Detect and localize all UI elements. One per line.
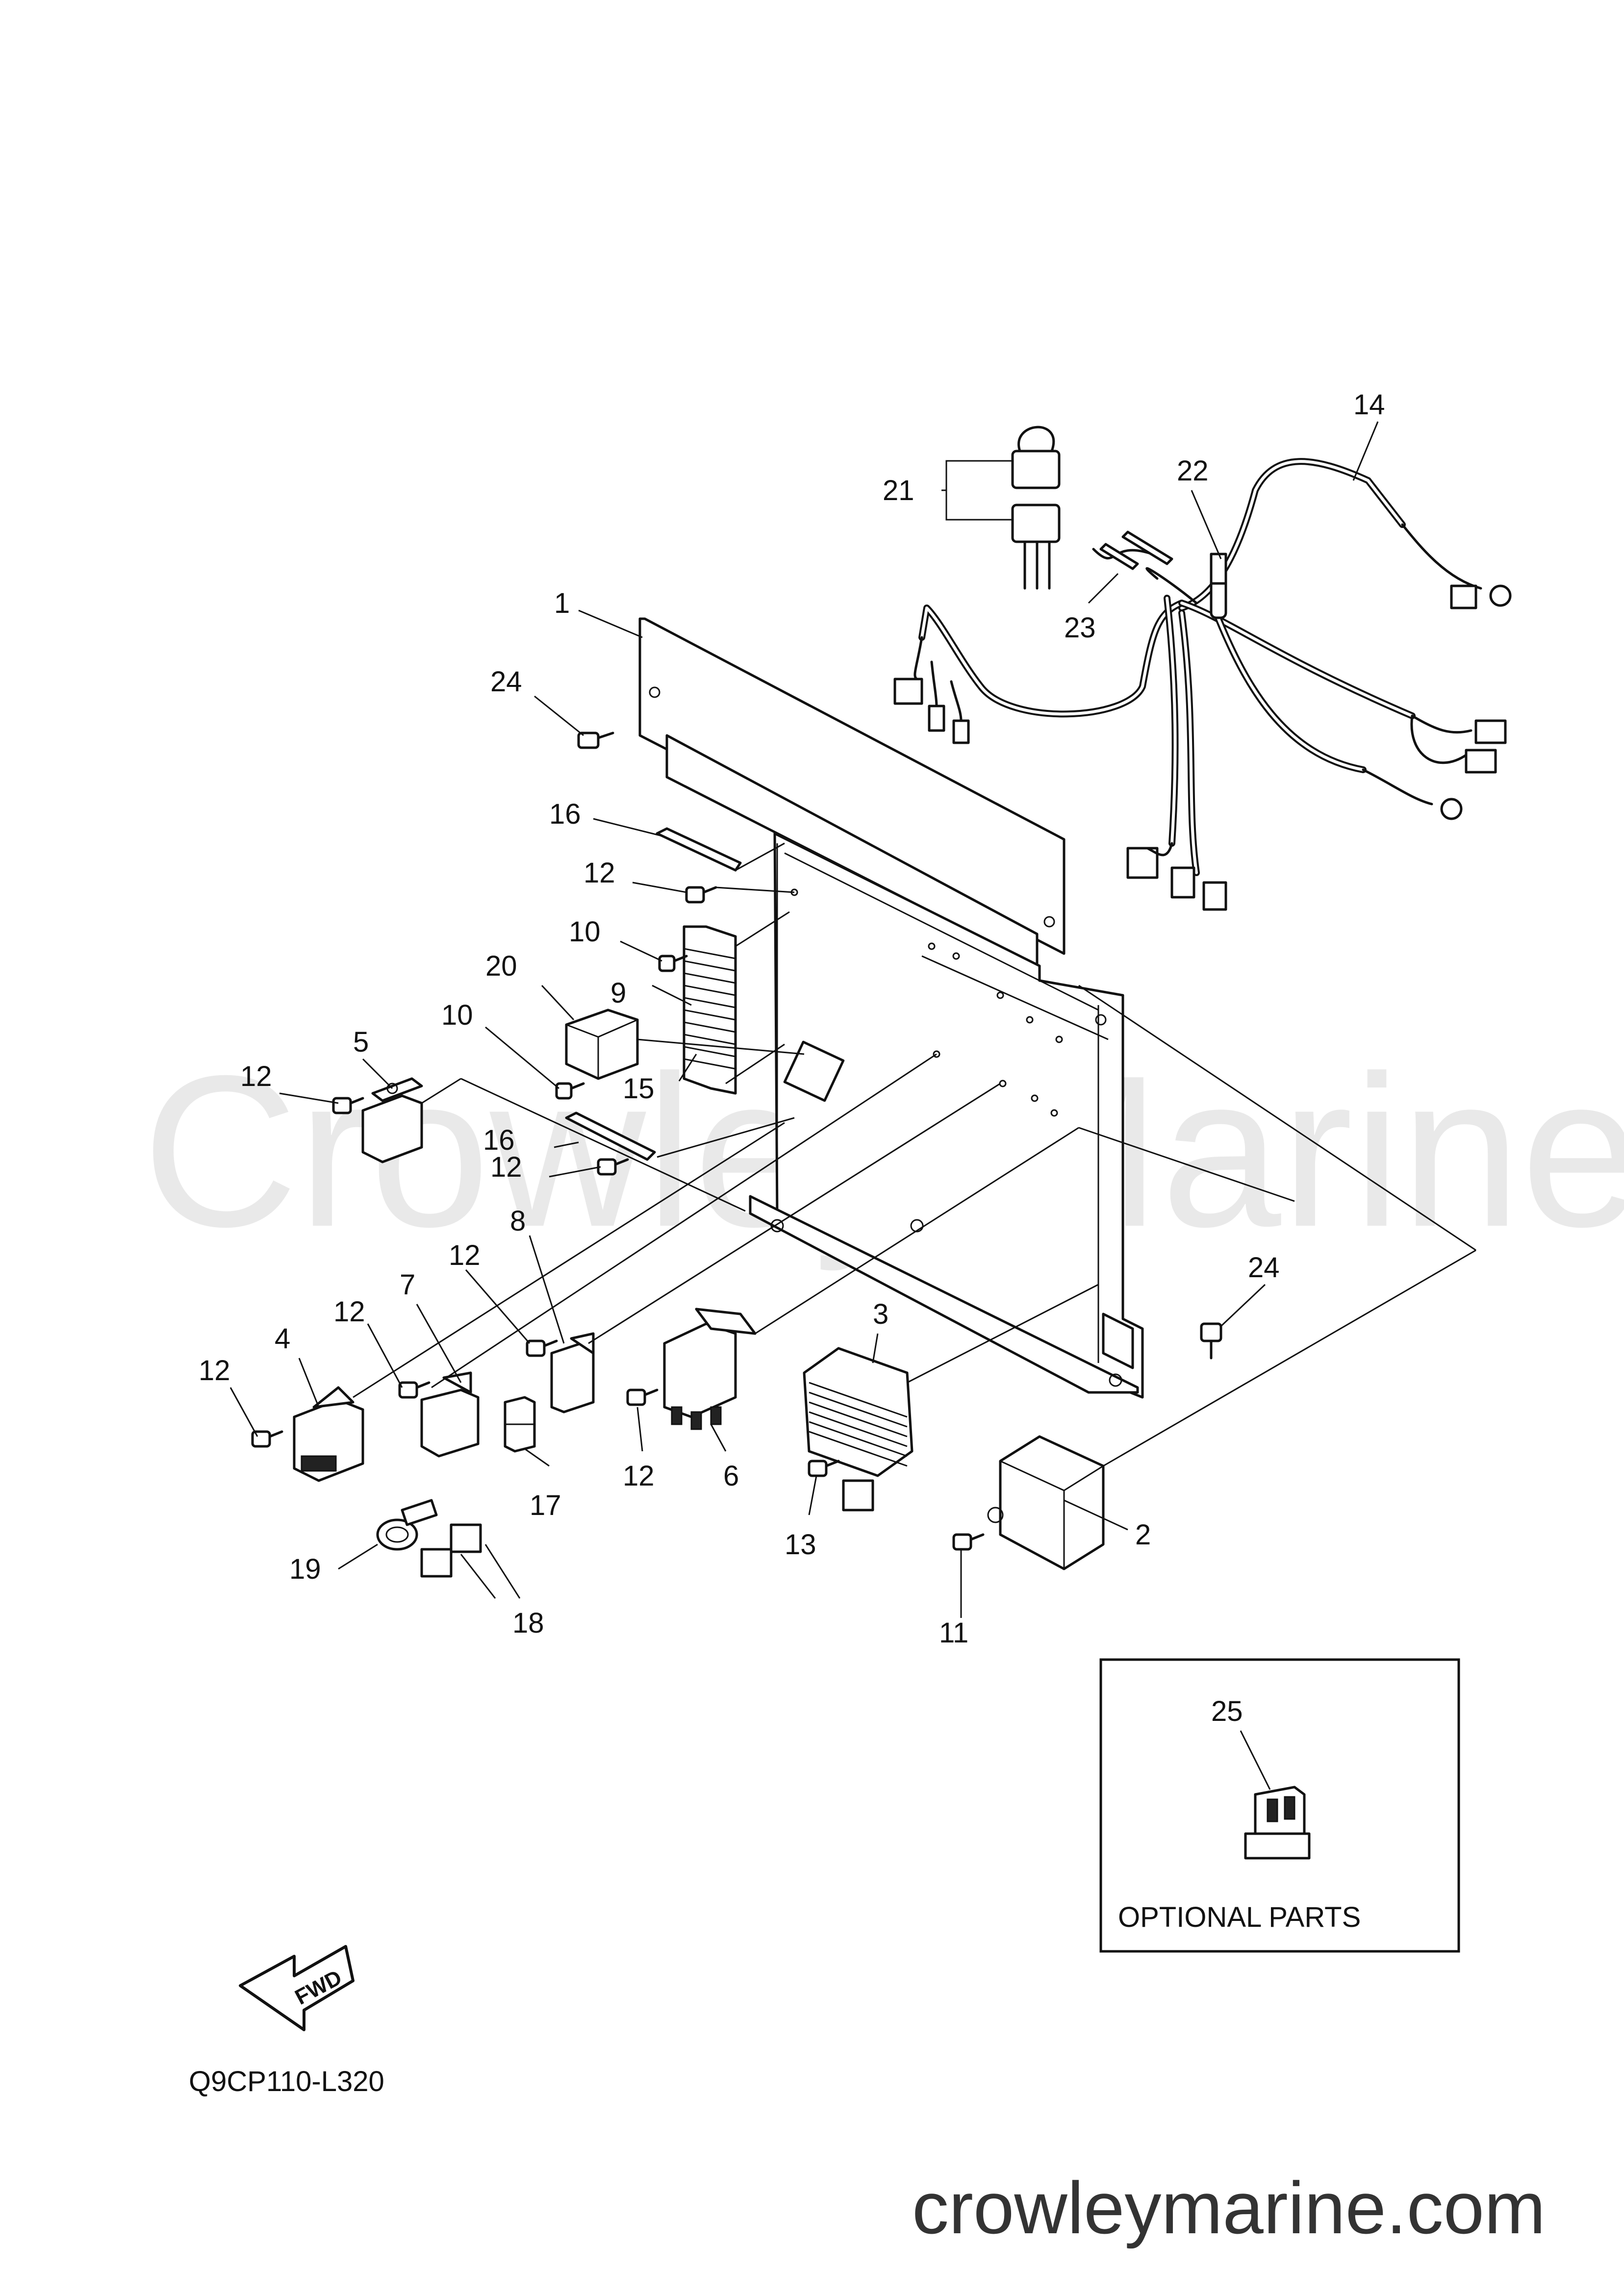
callout-12-g: 12 (623, 1460, 655, 1492)
callout-7: 7 (400, 1269, 415, 1301)
strip-part-16-lower (565, 1111, 656, 1161)
callout-12-f: 12 (199, 1355, 230, 1387)
callout-2: 2 (1135, 1519, 1151, 1551)
leader-lines (229, 421, 1379, 1790)
callout-labels: 1 2 3 4 5 6 7 8 9 10 10 11 12 12 12 12 1… (199, 389, 1385, 1727)
relay-part-6 (663, 1308, 757, 1430)
callout-16-b: 16 (483, 1124, 515, 1156)
module-part-2 (987, 1435, 1105, 1570)
callout-15: 15 (623, 1073, 655, 1105)
module-part-4 (293, 1386, 364, 1482)
callout-12-b: 12 (240, 1060, 272, 1092)
connector-part-21 (1011, 426, 1061, 590)
optional-parts-label: OPTIONAL PARTS (1118, 1901, 1361, 1933)
callout-24-b: 24 (1248, 1252, 1280, 1284)
callout-18: 18 (512, 1607, 544, 1639)
callout-13: 13 (785, 1529, 816, 1561)
bolt-part-12-g (626, 1388, 659, 1406)
callout-19: 19 (289, 1553, 321, 1585)
bolt-part-10-a (658, 955, 688, 972)
callout-12-c: 12 (490, 1151, 522, 1183)
callout-8: 8 (510, 1205, 526, 1237)
callout-6: 6 (723, 1460, 739, 1492)
relay-part-7 (420, 1371, 480, 1458)
fwd-arrow-icon: FWD (239, 1945, 355, 2031)
bolts (251, 732, 1222, 1551)
wire-harness-part-14 (893, 458, 1512, 911)
callout-11: 11 (939, 1617, 968, 1649)
optional-parts-box: OPTIONAL PARTS (1099, 1658, 1460, 1953)
bolt-part-10-b (555, 1082, 585, 1100)
callout-12-a: 12 (584, 857, 615, 889)
callout-1: 1 (554, 587, 570, 619)
callout-12-d: 12 (449, 1239, 481, 1271)
connector-part-25 (1244, 1786, 1311, 1860)
relay-part-8 (550, 1332, 595, 1413)
bolt-part-11 (952, 1533, 985, 1551)
bolt-part-12-a (685, 886, 717, 904)
callout-20: 20 (485, 950, 517, 982)
fuse-part-23 (1099, 530, 1173, 570)
callout-22: 22 (1177, 455, 1209, 487)
callout-10-a: 10 (569, 916, 601, 948)
bolt-part-24-lower (1200, 1322, 1222, 1360)
relay-part-5 (361, 1077, 423, 1163)
callout-21: 21 (883, 475, 914, 506)
callout-10-b: 10 (441, 999, 473, 1031)
callout-25: 25 (1211, 1695, 1243, 1727)
callout-16-a: 16 (549, 798, 581, 830)
bolt-part-12-d (526, 1339, 558, 1357)
callout-12-e: 12 (333, 1296, 365, 1328)
callout-14: 14 (1353, 389, 1385, 421)
bolt-part-24-upper (577, 732, 614, 749)
bracket-part-1 (638, 617, 1144, 1399)
assembly-guide-lines (353, 842, 1476, 1467)
connector-part-17 (504, 1396, 536, 1453)
connector-part-18-a (450, 1523, 482, 1553)
strip-part-16-upper (656, 827, 742, 872)
callout-5: 5 (353, 1026, 369, 1058)
bolt-part-13 (808, 1460, 840, 1477)
callout-4: 4 (275, 1323, 290, 1355)
bolt-part-12-e (398, 1381, 431, 1399)
clip-part-22 (1210, 553, 1227, 585)
terminal-strip-part-9 (683, 925, 737, 1095)
regulator-part-3 (803, 1347, 914, 1512)
callout-23: 23 (1064, 612, 1096, 644)
drawing-code: Q9CP110-L320 (189, 2066, 384, 2097)
callout-3: 3 (873, 1298, 888, 1330)
relay-part-20 (565, 1009, 639, 1080)
clamp-part-19 (376, 1499, 438, 1551)
bolt-part-12-b (332, 1097, 364, 1114)
bolt-part-12-f (251, 1430, 283, 1448)
website-text: crowleymarine.com (912, 2167, 1546, 2249)
callout-17: 17 (530, 1489, 561, 1521)
callout-24-a: 24 (490, 666, 522, 698)
callout-9: 9 (610, 977, 626, 1009)
connector-part-18-b (420, 1548, 453, 1578)
